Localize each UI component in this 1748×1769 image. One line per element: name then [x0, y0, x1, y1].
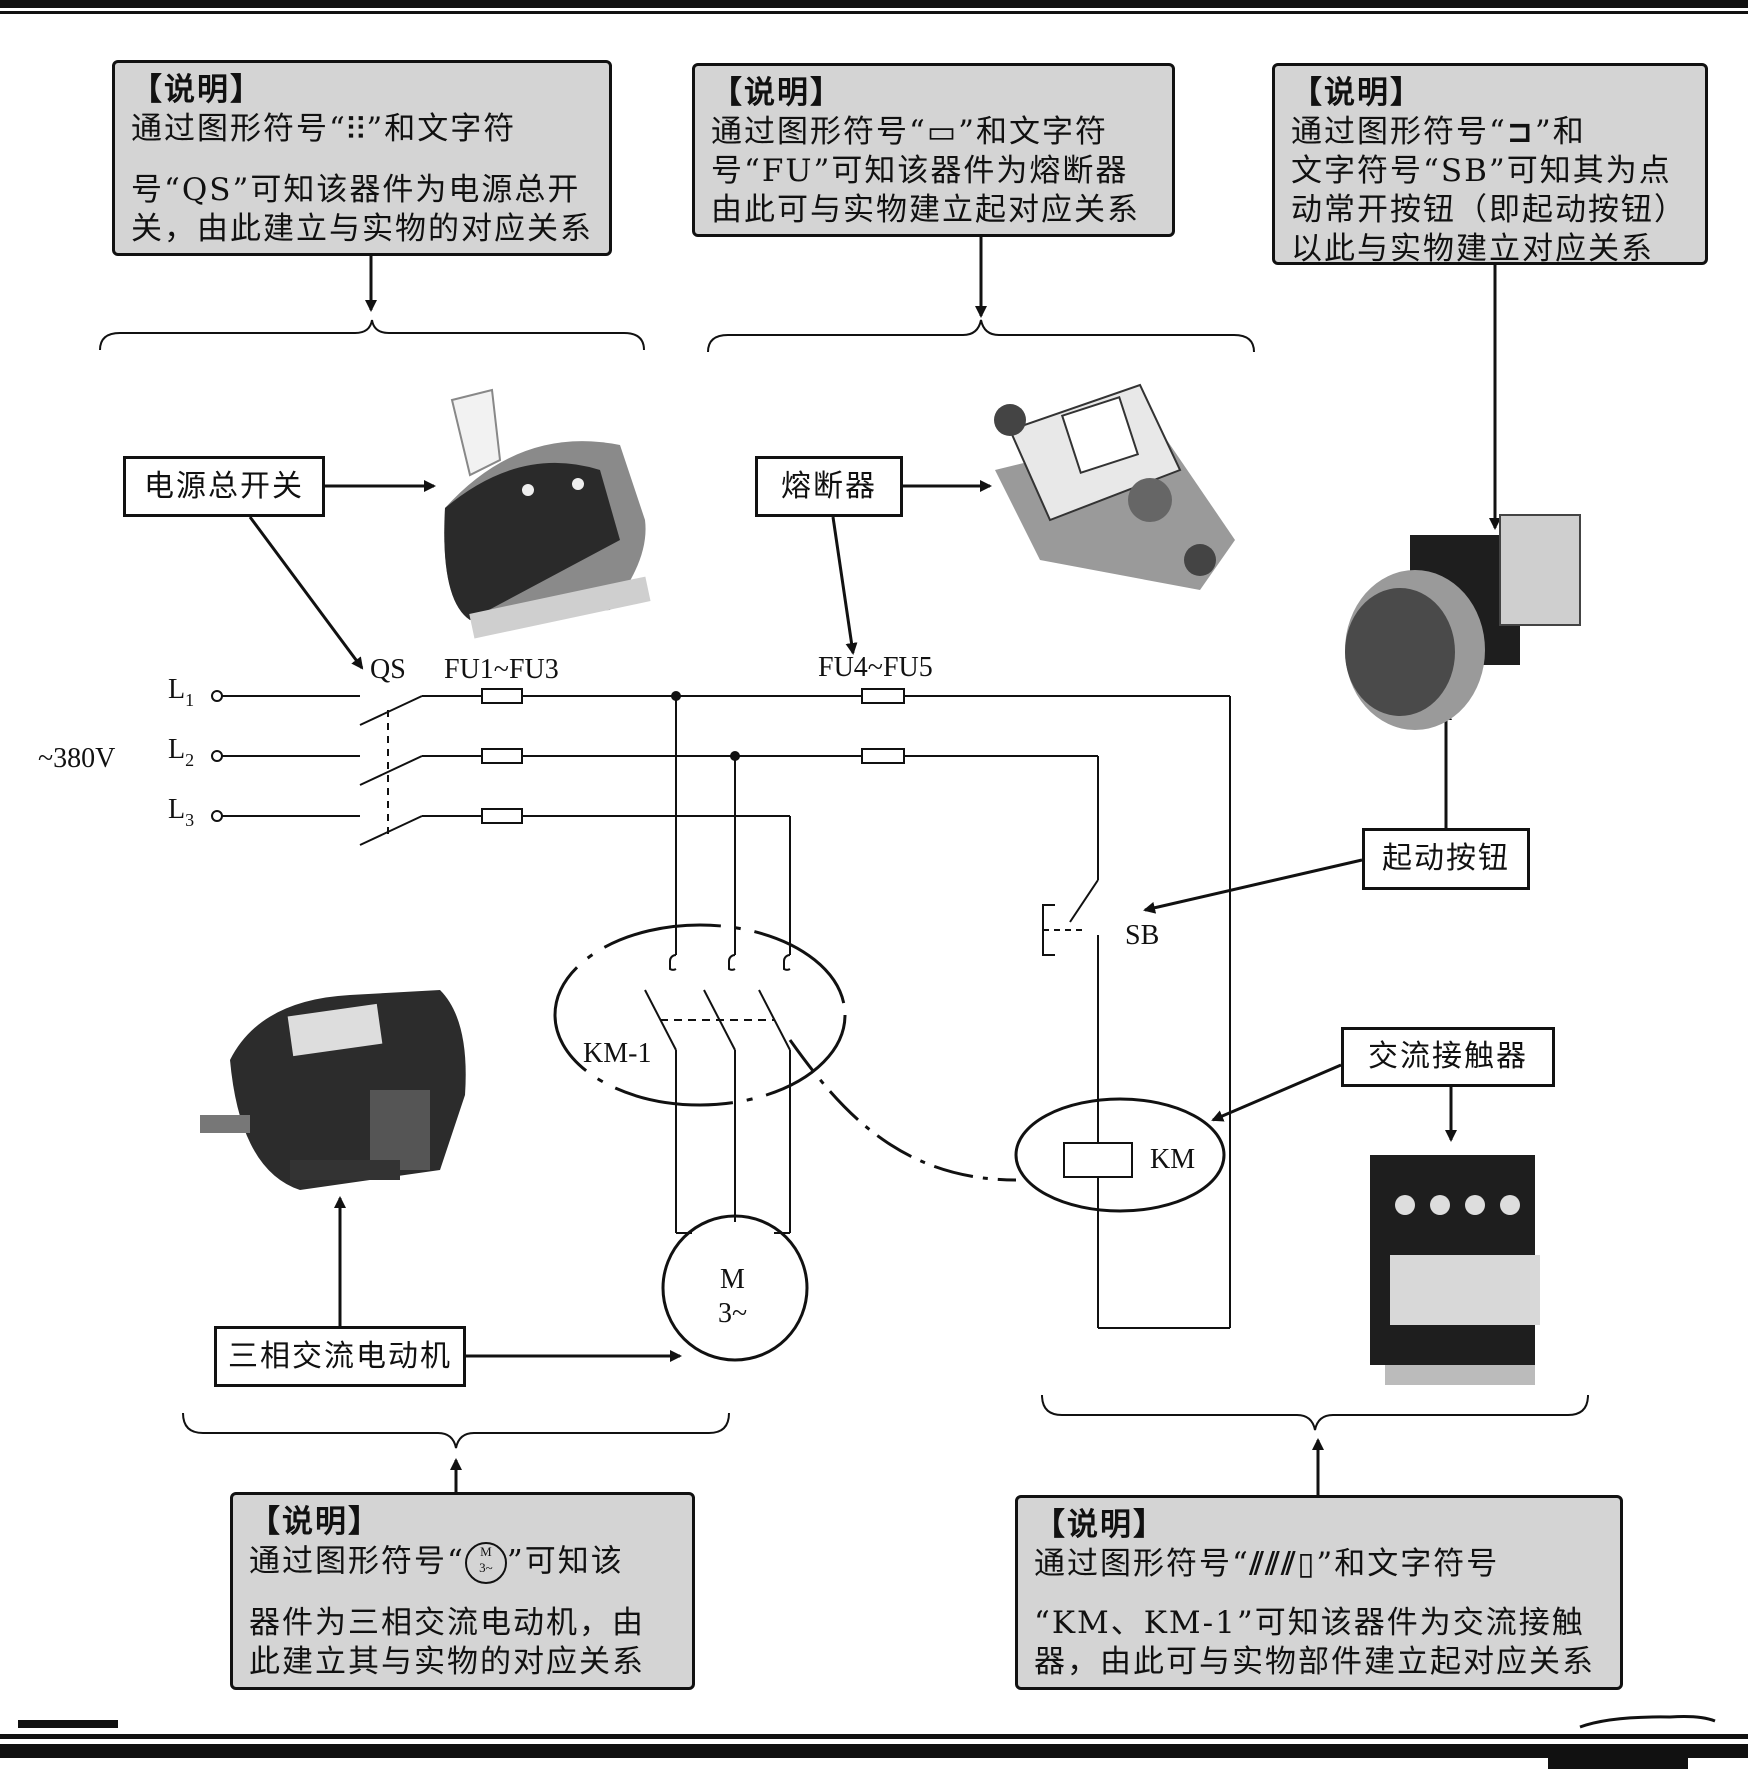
- l2-label: L2: [168, 734, 194, 770]
- note-qs-line1: 通过图形符号“⫶⫶”和文字符: [131, 111, 517, 147]
- l1-label: L1: [168, 674, 194, 710]
- bottom-corner: [1548, 1758, 1688, 1769]
- fu1-fu3-label: FU1~FU3: [444, 654, 559, 685]
- qs-symbol-icon: ⫶⫶: [346, 111, 367, 147]
- push-button-photo: [1345, 514, 1581, 730]
- note-km-header: 【说明】: [1034, 1507, 1166, 1543]
- knife-switch-photo: [444, 388, 651, 639]
- terminal-l2: [211, 750, 223, 762]
- note-sb-line2: 文字符号“SB”可知其为点: [1291, 153, 1672, 189]
- note-qs-header: 【说明】: [131, 72, 263, 108]
- qs-label: QS: [370, 654, 406, 685]
- bottom-border-thick: [0, 1744, 1748, 1758]
- note-fu: 【说明】 通过图形符号“▭”和文字符 号“FU”可知该器件为熔断器 由此可与实物…: [692, 63, 1175, 237]
- km-label: KM: [1150, 1144, 1195, 1175]
- fuse-symbols: [481, 688, 905, 824]
- note-sb: 【说明】 通过图形符号“⊐”和 文字符号“SB”可知其为点 动常开按钮（即起动按…: [1272, 63, 1708, 267]
- note-km-line3: 器，由此可与实物部件建立起对应关系: [1034, 1644, 1595, 1680]
- fu4-fu5-label: FU4~FU5: [818, 652, 933, 683]
- note-motor-line3: 此建立其与实物的对应关系: [249, 1644, 645, 1680]
- note-sb-line3: 动常开按钮（即起动按钮）: [1291, 192, 1687, 228]
- brace-qs: [99, 319, 645, 351]
- terminal-l1: [211, 690, 223, 702]
- label-start-button: 起动按钮: [1362, 828, 1530, 890]
- note-fu-line2: 号“FU”可知该器件为熔断器: [711, 153, 1129, 189]
- contactor-photo: [1370, 1155, 1540, 1385]
- note-sb-header: 【说明】: [1291, 75, 1423, 111]
- note-qs: 【说明】 通过图形符号“⫶⫶”和文字符 号“QS”可知该器件为电源总开 关，由此…: [112, 60, 612, 256]
- fuse-symbol-icon: ▭: [926, 114, 959, 150]
- contactor-symbol-icon: ⫽⫽⫽▯: [1249, 1546, 1317, 1582]
- note-sb-line1: 通过图形符号“⊐”和: [1291, 114, 1586, 150]
- motor-3-label: 3~: [718, 1298, 747, 1329]
- top-border-thin: [0, 11, 1748, 14]
- terminal-l3: [211, 810, 223, 822]
- note-km-line2: “KM、KM-1”可知该器件为交流接触: [1034, 1605, 1585, 1641]
- note-fu-header: 【说明】: [711, 75, 843, 111]
- brace-motor: [182, 1412, 730, 1449]
- note-km-line1: 通过图形符号“⫽⫽⫽▯”和文字符号: [1034, 1546, 1500, 1582]
- voltage-label: ~380V: [38, 743, 115, 774]
- note-qs-line3: 关，由此建立与实物的对应关系: [131, 211, 593, 247]
- label-contactor: 交流接触器: [1341, 1027, 1555, 1087]
- bottom-mark: [18, 1720, 118, 1728]
- brace-km: [1041, 1394, 1589, 1431]
- label-power-switch: 电源总开关: [123, 456, 325, 517]
- motor-m-label: M: [720, 1264, 745, 1295]
- motor-photo: [200, 990, 466, 1190]
- l3-label: L3: [168, 794, 194, 830]
- top-border: [0, 0, 1748, 8]
- bottom-border: [0, 1734, 1748, 1739]
- junction-l2: [730, 751, 740, 761]
- label-fuse: 熔断器: [755, 456, 903, 517]
- junction-l1: [671, 691, 681, 701]
- arrow-fu-symbol: [831, 516, 858, 655]
- label-motor: 三相交流电动机: [214, 1326, 466, 1387]
- note-fu-line1: 通过图形符号“▭”和文字符: [711, 114, 1109, 150]
- arrow-km-symbol: [1211, 1063, 1342, 1122]
- note-motor-line2: 器件为三相交流电动机，由: [249, 1605, 645, 1641]
- footer-ornament: [1579, 1715, 1716, 1729]
- arrow-qs-symbol: [248, 516, 364, 670]
- note-km: 【说明】 通过图形符号“⫽⫽⫽▯”和文字符号 “KM、KM-1”可知该器件为交流…: [1015, 1495, 1623, 1690]
- note-sb-line4: 以此与实物建立对应关系: [1291, 231, 1654, 267]
- note-motor-header: 【说明】: [249, 1504, 381, 1540]
- circuit-wires: [222, 695, 1231, 1362]
- brace-fu: [707, 319, 1255, 353]
- arrow-sb-symbol: [1143, 858, 1363, 914]
- note-qs-line2: 号“QS”可知该器件为电源总开: [131, 172, 581, 208]
- fuse-holder-photo: [994, 383, 1235, 590]
- note-fu-line3: 由此可与实物建立起对应关系: [711, 192, 1140, 228]
- km1-label: KM-1: [583, 1038, 651, 1069]
- pushbutton-symbol-icon: ⊐: [1506, 114, 1535, 150]
- sb-label: SB: [1125, 920, 1159, 951]
